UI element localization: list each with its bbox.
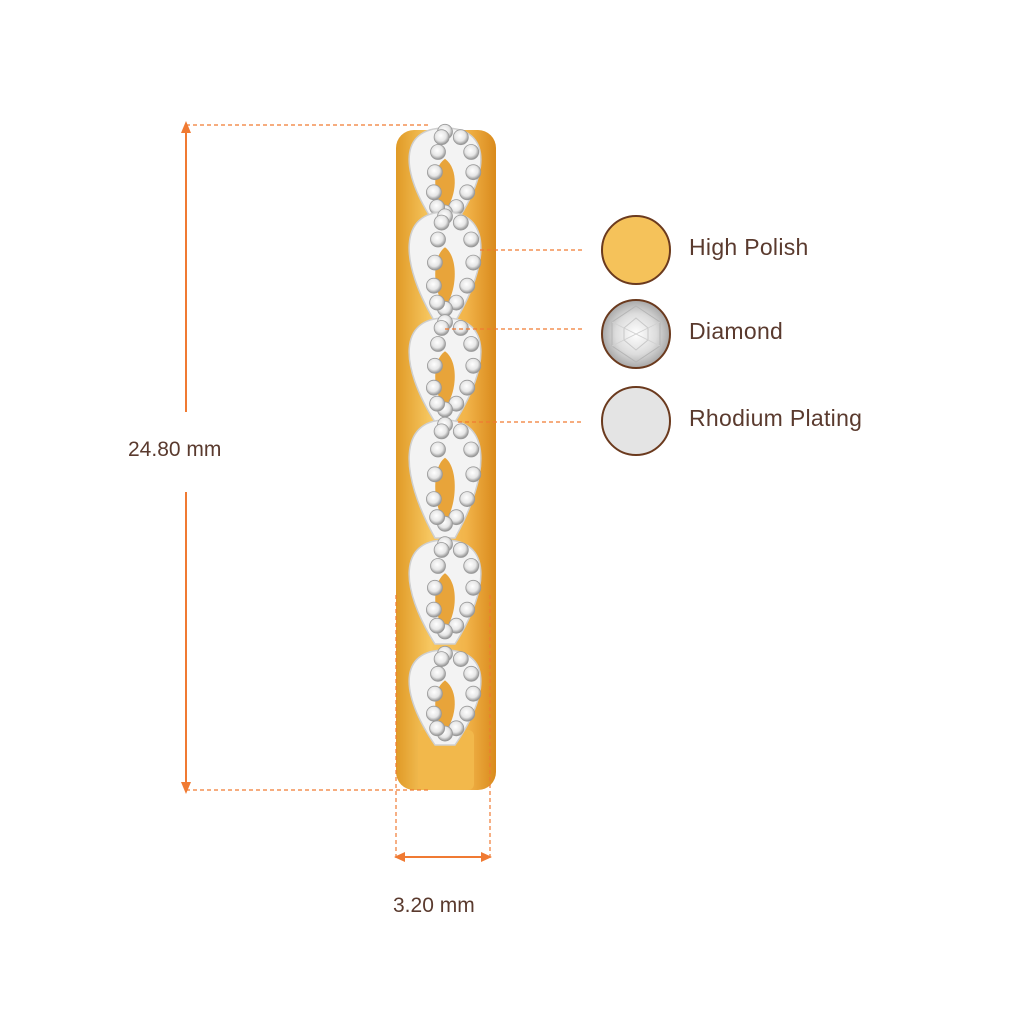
diamond-stone [465, 357, 482, 374]
diamond-stone [452, 214, 469, 231]
diamond-stone [465, 254, 482, 271]
diamond-stone [430, 144, 446, 160]
legend-label-diamond: Diamond [689, 318, 784, 344]
diamond-link [408, 416, 482, 539]
earring-illustration [396, 123, 496, 790]
diamond-link [408, 314, 482, 423]
diamond-stone [459, 491, 476, 508]
diamond-stone [433, 214, 450, 231]
diamond-stone [425, 601, 442, 618]
diamond-stone [465, 164, 482, 181]
diamond-stone [426, 357, 443, 374]
diamond-stone [459, 184, 476, 201]
diamond-stone [459, 379, 476, 396]
legend-swatches [601, 215, 671, 456]
height-label: 24.80 mm [128, 438, 222, 461]
legend-leaders [445, 249, 582, 423]
diamond-stone [426, 164, 443, 181]
diamond-stone [425, 705, 442, 722]
diamond-stone [430, 441, 446, 458]
rhodium-swatch [601, 386, 671, 456]
diamond-link [408, 123, 482, 225]
diamond-links [408, 123, 482, 746]
diamond-stone [452, 129, 469, 146]
diamond-stone [429, 509, 446, 526]
diamond-stone [463, 665, 480, 682]
diamond-stone [463, 336, 480, 352]
high-polish-swatch [601, 215, 671, 285]
diamond-stone [465, 579, 482, 596]
diamond-stone [433, 423, 450, 440]
arrow-left-icon [394, 852, 405, 862]
diamond-stone [433, 542, 450, 558]
diamond-stone [465, 466, 482, 483]
legend-label-high-polish: High Polish [689, 234, 809, 260]
diamond-stone [430, 336, 446, 352]
height-dimension [181, 121, 430, 794]
diamond-stone [433, 320, 450, 336]
diamond-stone [425, 184, 442, 201]
gold-post [418, 730, 474, 790]
diamond-stone [429, 617, 446, 634]
diamond-stone [429, 395, 446, 412]
diamond-stone [430, 231, 446, 248]
diamond-stone [459, 277, 476, 294]
diamond-stone [459, 601, 476, 618]
diamond-stone [463, 441, 480, 458]
diamond-stone [426, 254, 443, 271]
diamond-stone [463, 558, 480, 574]
diamond-stone [459, 705, 476, 722]
diamond-stone [433, 651, 450, 667]
diamond-stone [463, 144, 480, 160]
diamond-stone [425, 277, 442, 294]
diamond-stone [425, 379, 442, 396]
diamond-stone [430, 558, 446, 574]
diamond-stone [465, 685, 482, 702]
diamond-stone [463, 231, 480, 248]
arrow-down-icon [181, 782, 191, 794]
diamond-stone [425, 491, 442, 508]
legend-label-rhodium: Rhodium Plating [689, 405, 863, 431]
diamond-stone [433, 129, 450, 146]
width-dimension [394, 595, 492, 862]
diamond-stone [429, 294, 446, 311]
diamond-stone [452, 651, 469, 667]
diamond-stone [429, 720, 446, 737]
arrow-right-icon [481, 852, 492, 862]
diamond-link [408, 645, 482, 746]
arrow-up-icon [181, 121, 191, 133]
diamond-link [408, 536, 482, 645]
diamond-stone [452, 320, 469, 336]
diamond-link [408, 208, 482, 323]
diamond-stone [426, 685, 443, 702]
diamond-swatch [601, 299, 671, 369]
diamond-stone [426, 466, 443, 483]
width-label: 3.20 mm [393, 894, 475, 917]
diamond-stone [426, 579, 443, 596]
diamond-stone [452, 423, 469, 440]
diamond-stone [430, 665, 446, 682]
diamond-stone [452, 542, 469, 558]
